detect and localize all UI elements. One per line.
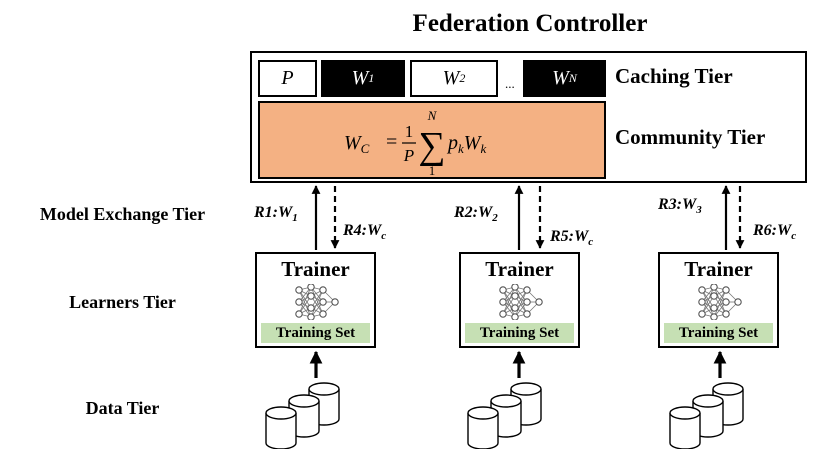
training-set-label: Training Set [664, 323, 773, 343]
formula-sigma: ∑ [418, 125, 445, 167]
data-tier-label: Data Tier [85, 398, 160, 418]
caching-tier-label: Caching Tier [615, 64, 733, 88]
database-icon [692, 394, 724, 438]
trainer-box-2: Trainer Training Set [459, 252, 580, 348]
message-r3-w3: R3:W3 [658, 196, 702, 217]
formula-lhs: W [344, 132, 363, 154]
trainer-label: Trainer [281, 257, 350, 281]
message-r6-wc: R6:Wc [753, 222, 797, 243]
database-icon [288, 394, 320, 438]
neural-network-icon [499, 284, 543, 320]
cache-ellipsis: ... [505, 76, 515, 91]
learners-tier-label: Learners Tier [69, 292, 176, 312]
message-r4-wc: R4:Wc [343, 222, 387, 243]
community-tier-box [258, 101, 606, 179]
database-icon [467, 406, 499, 449]
aggregation-formula: WC = 1 P N ∑ 1 pkWk [344, 108, 486, 178]
training-set-label: Training Set [261, 323, 370, 343]
database-icon [669, 406, 701, 449]
database-icon [510, 382, 542, 426]
svg-text:WC: WC [344, 132, 370, 156]
message-r2-w2: R2:W2 [454, 204, 498, 225]
database-icon [490, 394, 522, 438]
trainer-box-1: Trainer Training Set [255, 252, 376, 348]
trainer-label: Trainer [684, 257, 753, 281]
formula-term-p: p [446, 132, 458, 154]
formula-upper: N [427, 108, 438, 123]
neural-network-icon [295, 284, 339, 320]
formula-frac-den: P [403, 146, 414, 165]
community-tier-label: Community Tier [615, 125, 766, 149]
cache-cell-p: P [258, 60, 317, 97]
message-r5-wc: R5:Wc [550, 228, 594, 249]
trainer-label: Trainer [485, 257, 554, 281]
message-r1-w1: R1:W1 [254, 204, 298, 225]
formula-term-w-sub: k [480, 141, 486, 156]
svg-text:pkWk: pkWk [446, 132, 486, 156]
formula-lhs-sub: C [361, 141, 370, 156]
formula-lower: 1 [429, 163, 436, 178]
formula-equals: = [386, 131, 397, 153]
trainer-box-3: Trainer Training Set [658, 252, 779, 348]
neural-network-icon [698, 284, 742, 320]
database-icon [265, 406, 297, 449]
formula-term-w: W [464, 132, 483, 154]
federation-controller-box [250, 51, 807, 183]
model-exchange-tier-label: Model Exchange Tier [39, 204, 206, 224]
formula-term-p-sub: k [458, 141, 464, 156]
training-set-label: Training Set [465, 323, 574, 343]
formula-frac-num: 1 [405, 122, 414, 141]
database-icon [308, 382, 340, 426]
diagram-title: Federation Controller [412, 10, 648, 37]
database-icon [712, 382, 744, 426]
